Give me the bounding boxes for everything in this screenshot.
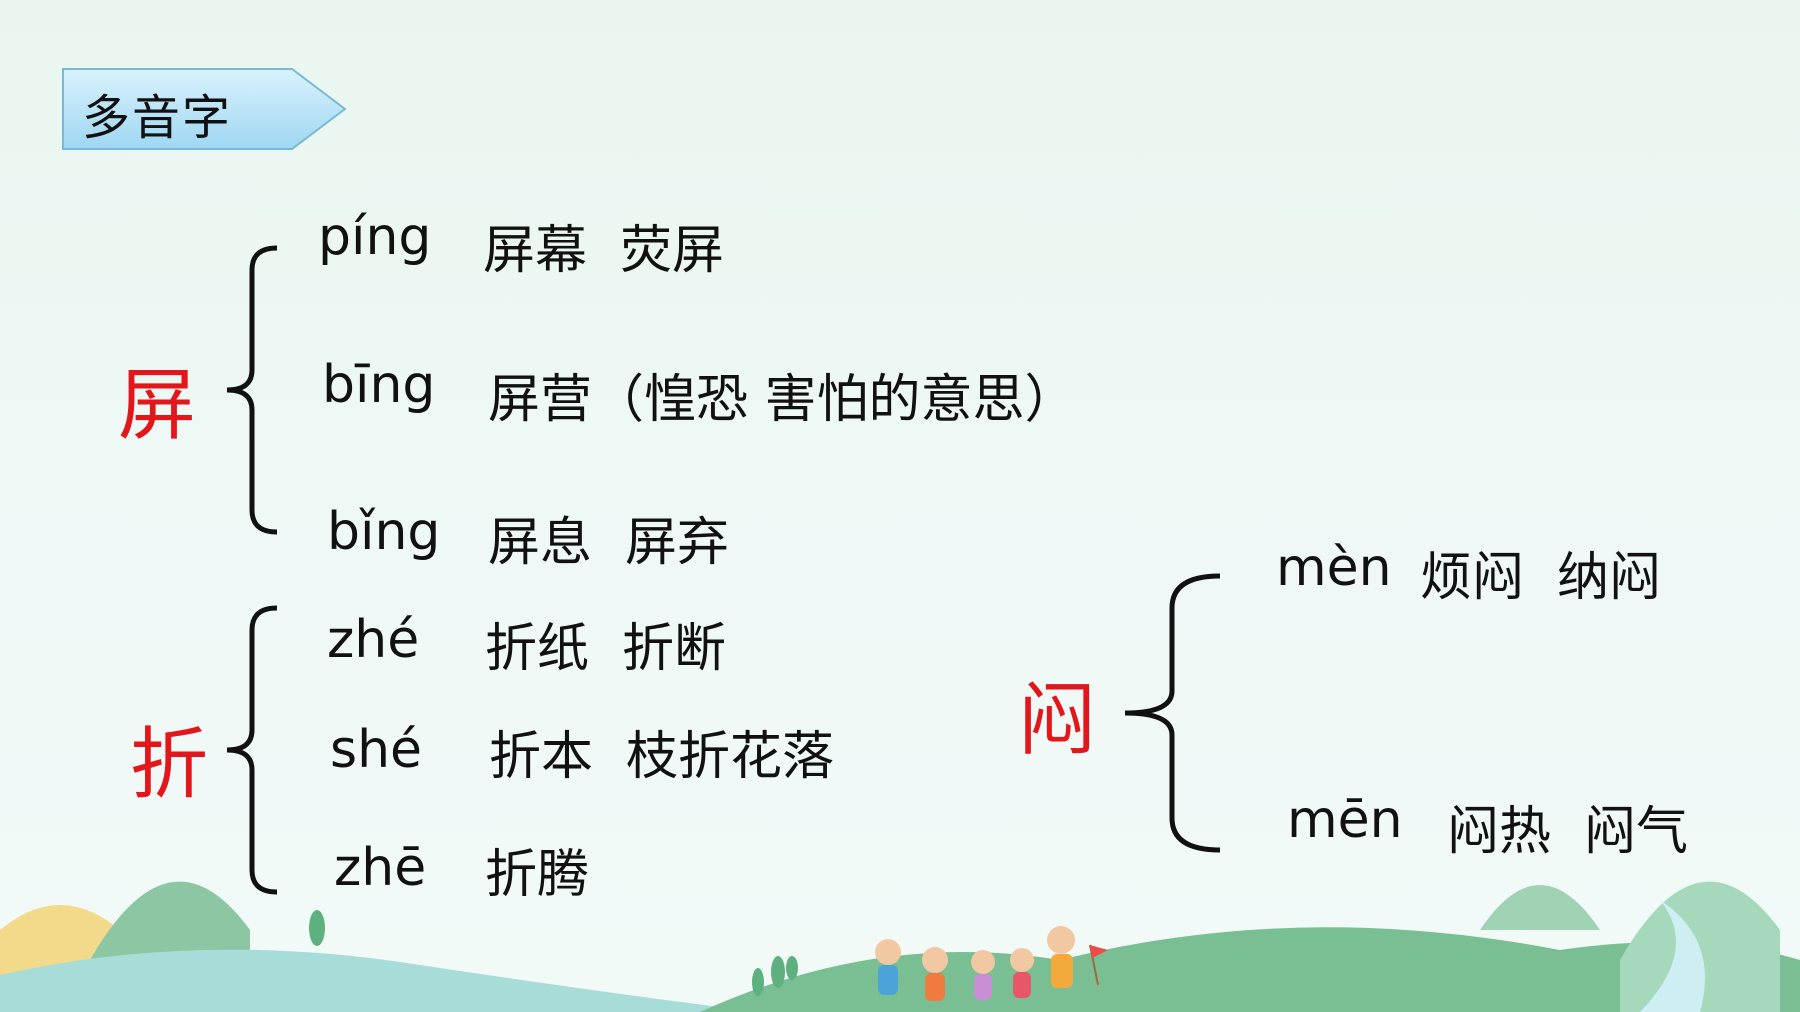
page-title: 多音字 [82, 90, 233, 146]
brace-men [1124, 573, 1221, 853]
pinyin-bing3: bǐng [327, 502, 441, 562]
words-zhe1: 折腾 [485, 845, 590, 905]
words-she2: 折本 枝折花落 [489, 727, 835, 787]
pinyin-ping: píng [318, 207, 432, 267]
pinyin-men1: mēn [1287, 790, 1403, 850]
arrow-tag-shape [62, 68, 347, 150]
words-bing3: 屏息 屏弃 [488, 513, 730, 573]
words-ping: 屏幕 荧屏 [483, 221, 725, 281]
char-ping: 屏 [118, 361, 197, 451]
pinyin-bing1: bīng [322, 355, 436, 415]
char-zhe: 折 [130, 720, 209, 810]
words-men4: 烦闷 纳闷 [1420, 548, 1662, 608]
words-men1: 闷热 闷气 [1447, 802, 1689, 862]
pinyin-zhe2: zhé [327, 610, 420, 670]
pinyin-men4: mèn [1276, 538, 1392, 598]
pinyin-zhe1: zhē [334, 838, 427, 898]
pinyin-she2: shé [330, 720, 423, 780]
brace-zhe [226, 605, 278, 895]
brace-ping [226, 245, 278, 535]
title-tag: 多音字 [62, 68, 347, 150]
char-men: 闷 [1018, 676, 1097, 766]
words-bing1: 屏营（惶恐 害怕的意思） [488, 370, 1077, 430]
words-zhe2: 折纸 折断 [485, 619, 727, 679]
